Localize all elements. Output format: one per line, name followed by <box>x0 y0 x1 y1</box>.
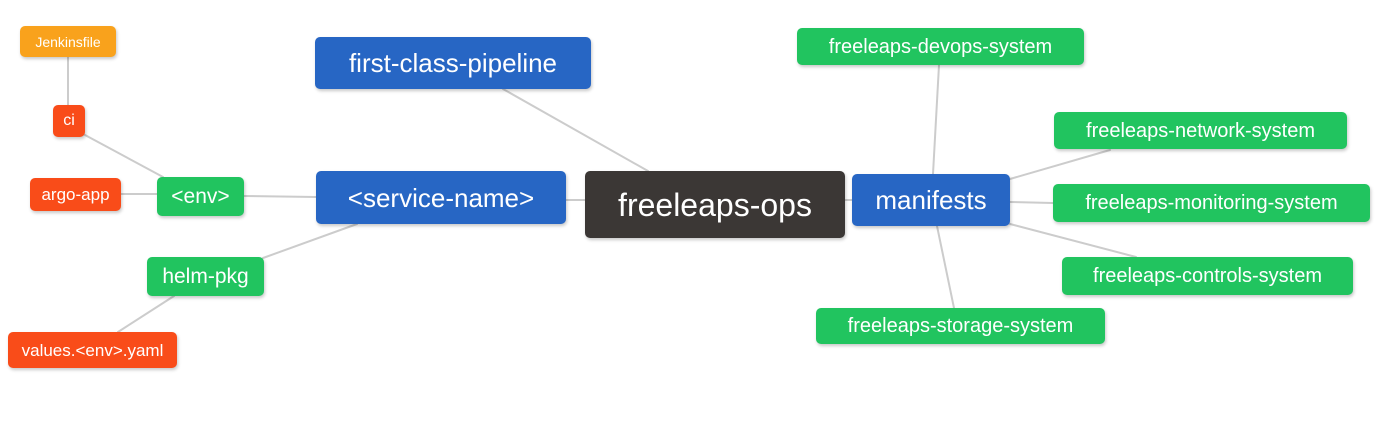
edge-manifests-to-network-system <box>1009 149 1111 180</box>
mindmap-node-controls-system[interactable]: freeleaps-controls-system <box>1062 257 1353 295</box>
edge-env-to-service-name <box>243 195 317 198</box>
mindmap-node-service-name[interactable]: <service-name> <box>316 171 566 224</box>
mindmap-node-network-system[interactable]: freeleaps-network-system <box>1054 112 1347 149</box>
mindmap-node-monitoring-system[interactable]: freeleaps-monitoring-system <box>1053 184 1370 222</box>
mindmap-node-first-class-pipeline[interactable]: first-class-pipeline <box>315 37 591 89</box>
mindmap-node-argo-app[interactable]: argo-app <box>30 178 121 211</box>
edge-manifests-to-storage-system <box>936 225 955 309</box>
mindmap-node-freeleaps-ops[interactable]: freeleaps-ops <box>585 171 845 238</box>
mindmap-node-devops-system[interactable]: freeleaps-devops-system <box>797 28 1084 65</box>
mindmap-node-ci[interactable]: ci <box>53 105 85 137</box>
edge-helm-pkg-to-values-env-yaml <box>117 295 175 333</box>
edge-first-class-pipeline-to-freeleaps-ops <box>502 88 649 172</box>
mindmap-node-storage-system[interactable]: freeleaps-storage-system <box>816 308 1105 344</box>
edge-service-name-to-helm-pkg <box>262 223 358 259</box>
mindmap-node-manifests[interactable]: manifests <box>852 174 1010 226</box>
edge-manifests-to-monitoring-system <box>1009 201 1054 204</box>
mindmap-node-jenkinsfile[interactable]: Jenkinsfile <box>20 26 116 57</box>
edge-ci-to-env <box>84 134 164 178</box>
edge-manifests-to-controls-system <box>1009 223 1137 258</box>
mindmap-node-env[interactable]: <env> <box>157 177 244 216</box>
mindmap-node-values-env-yaml[interactable]: values.<env>.yaml <box>8 332 177 368</box>
mindmap-node-helm-pkg[interactable]: helm-pkg <box>147 257 264 296</box>
edge-manifests-to-devops-system <box>932 64 940 175</box>
